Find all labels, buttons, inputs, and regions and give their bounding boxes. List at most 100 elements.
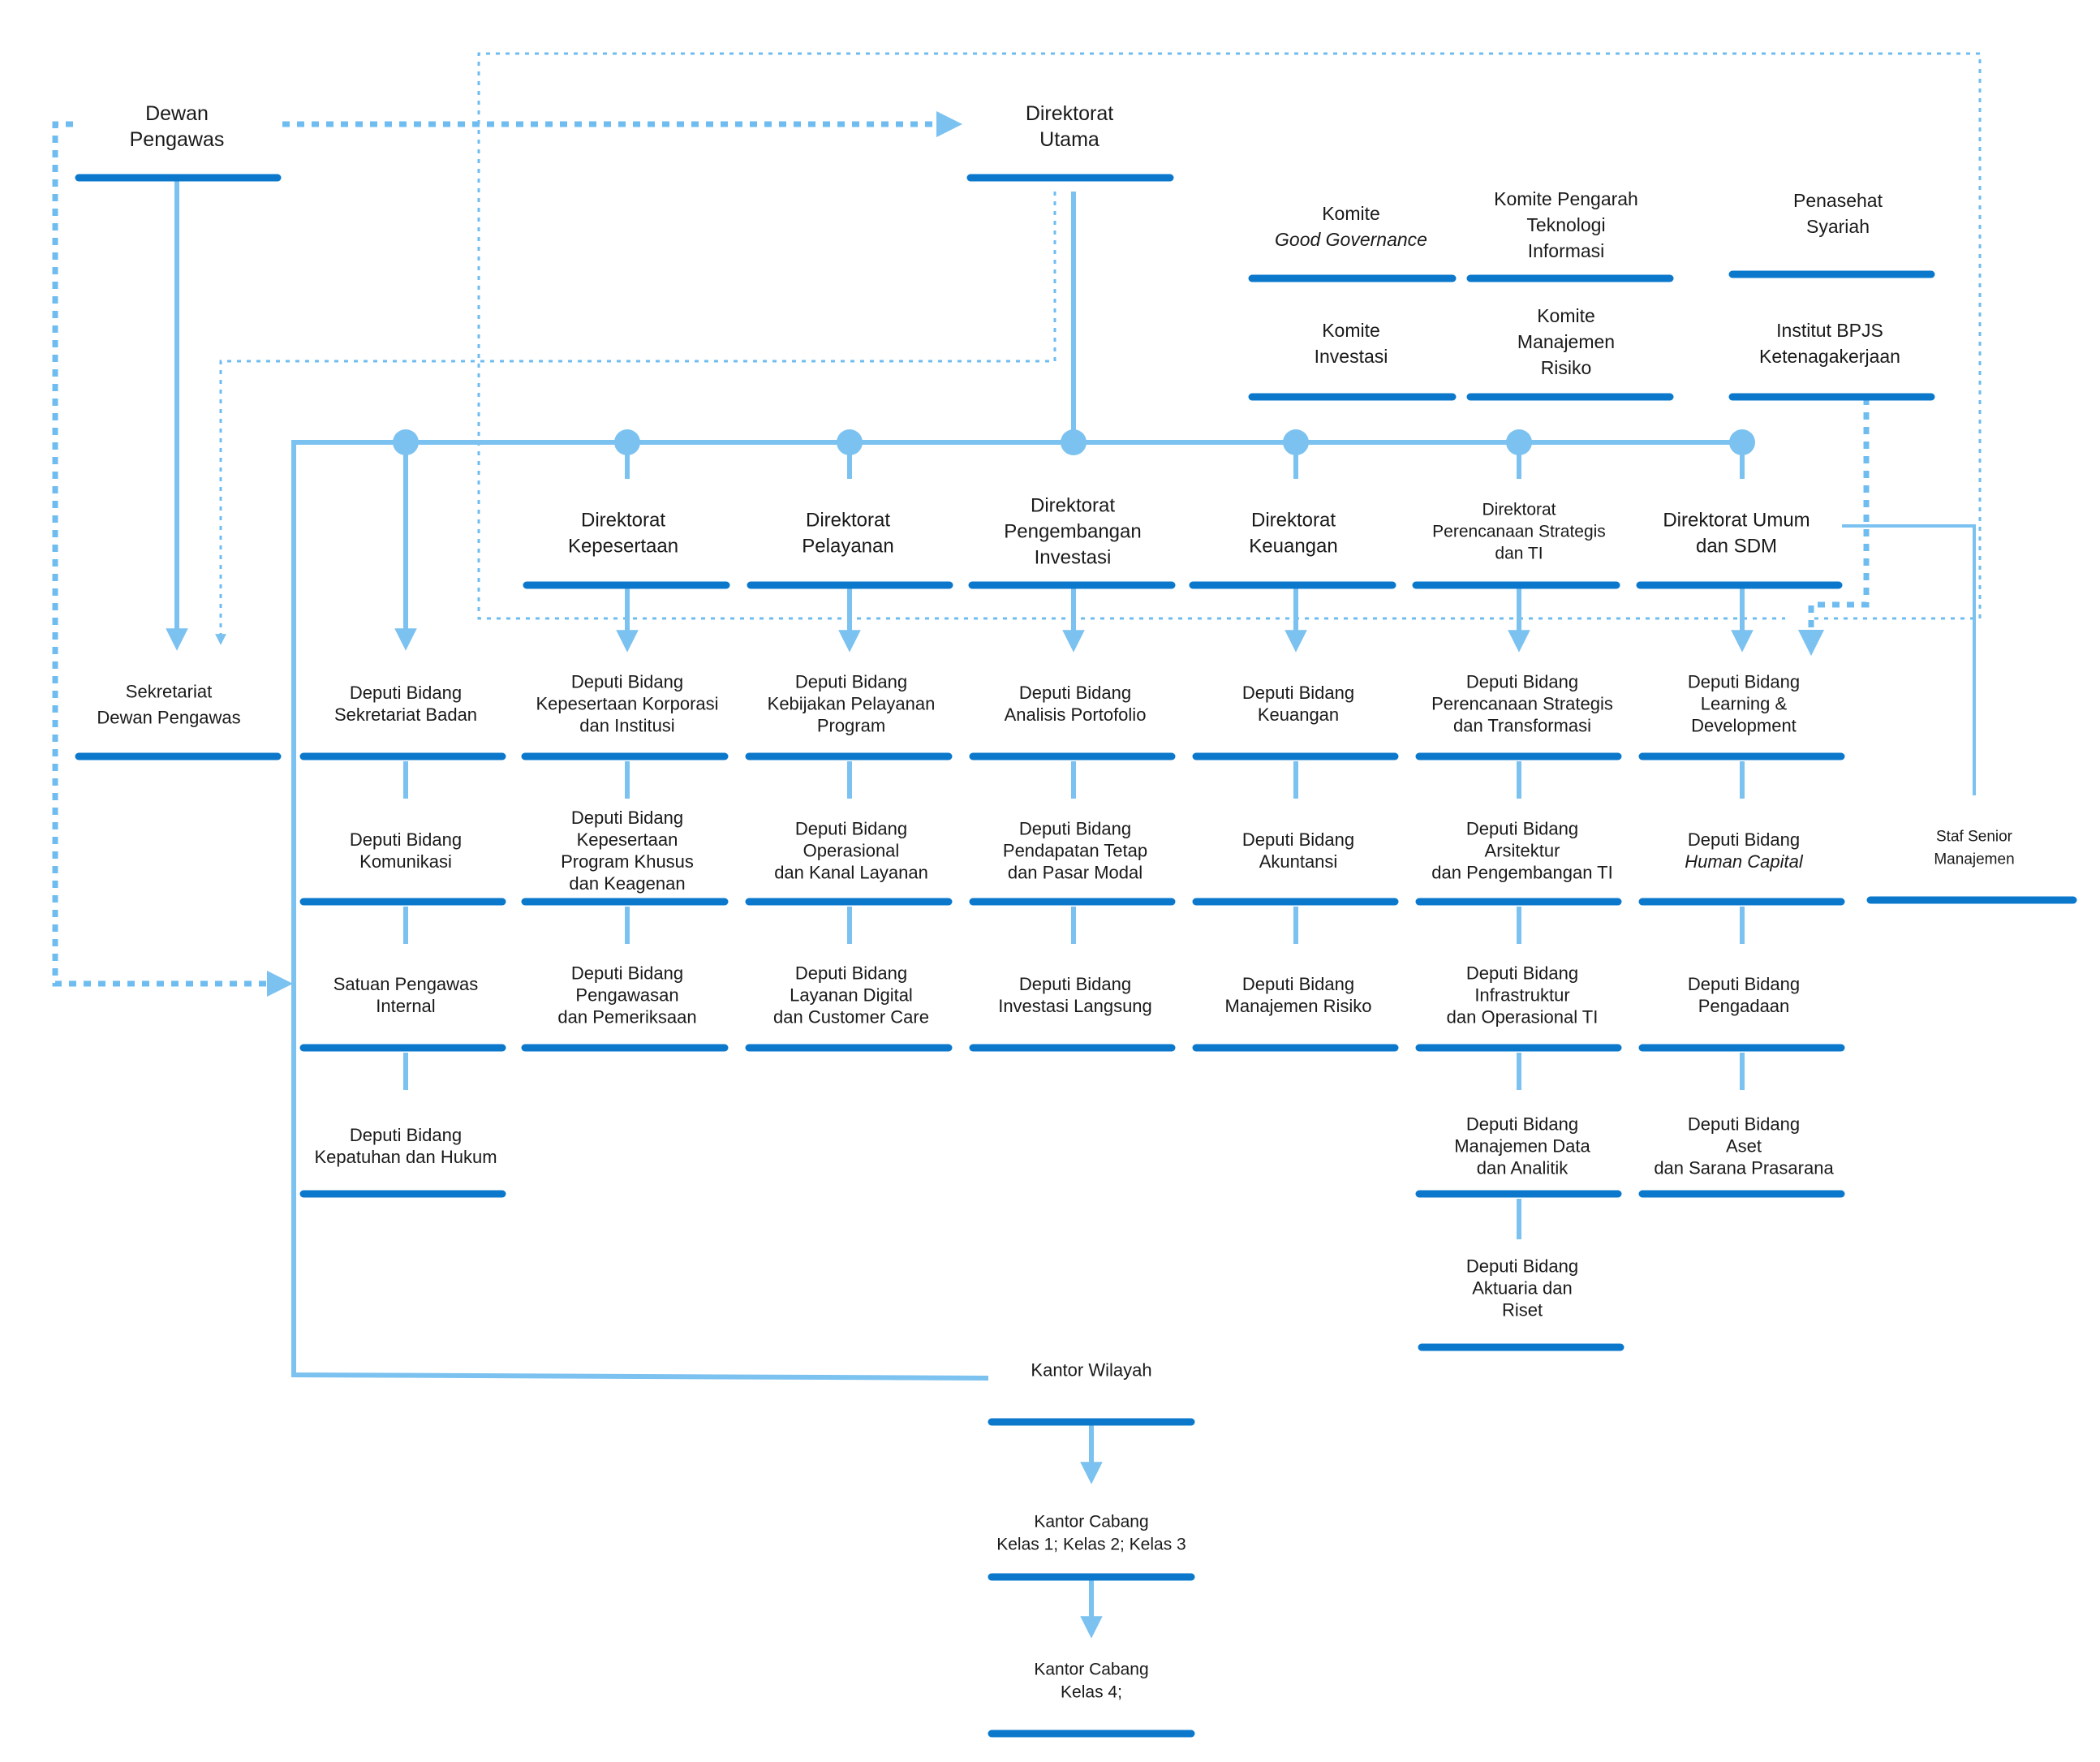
deputy-c5-r2-label-line: Deputi Bidang	[1242, 829, 1354, 850]
deputy-c1-r2-label-line: Komunikasi	[359, 851, 452, 872]
directorate-4-label-line: Keuangan	[1249, 535, 1337, 557]
deputy-c2-r1-label-line: dan Institusi	[579, 716, 674, 736]
deputy-c7-r3-label-line: Pengadaan	[1698, 996, 1790, 1016]
directorate-5-label-line: dan TI	[1495, 544, 1543, 562]
left-spine-to-kantor-wilayah	[291, 440, 989, 1381]
kantor-wilayah-label-line: Kantor Wilayah	[1031, 1360, 1151, 1381]
directorate-3-label-line: Pengembangan	[1004, 520, 1141, 542]
directorate-1-label-line: Direktorat	[581, 509, 665, 531]
deputy-c7-r4-label-line: dan Sarana Prasarana	[1654, 1158, 1834, 1178]
dotted-institut-to-sdm	[1797, 398, 1870, 657]
deputy-c7-r1-label-line: Learning &	[1701, 694, 1788, 714]
deputy-c6-r4-label-line: Manajemen Data	[1454, 1136, 1590, 1157]
deputy-c7-r1-label-line: Deputi Bidang	[1688, 672, 1800, 692]
kantor-cabang-kelas-1-3-label-line: Kantor Cabang	[1034, 1512, 1148, 1531]
deputy-c2-r1-label-line: Deputi Bidang	[571, 672, 683, 692]
sdm-to-staf-senior	[1842, 524, 1976, 795]
directorate-1-label-line: Kepesertaan	[568, 535, 678, 557]
deputy-c6-r1-label-line: Perencanaan Strategis	[1431, 694, 1613, 714]
kantor-cabang-kelas-4-label-line: Kelas 4;	[1061, 1682, 1122, 1701]
deputy-c7-r1-label-line: Development	[1691, 716, 1797, 736]
deputy-c5-r1-label-line: Keuangan	[1258, 704, 1339, 725]
institut-bpjs-label-line: Institut BPJS	[1776, 320, 1883, 341]
deputy-c4-r2-label-line: Deputi Bidang	[1019, 819, 1131, 839]
deputy-c7-r2-label-line: Human Capital	[1685, 851, 1804, 872]
deputy-c5-r3-label-line: Manajemen Risiko	[1225, 996, 1372, 1016]
komite-good-governance-label-line: Good Governance	[1275, 229, 1427, 250]
deputy-c2-r2-label-line: dan Keagenan	[569, 873, 685, 894]
deputy-c6-r1-label-line: Deputi Bidang	[1466, 672, 1578, 692]
dewan-pengawas-label-line: Pengawas	[130, 128, 225, 151]
staf-senior-manajemen-label-line: Manajemen	[1934, 851, 2014, 868]
deputy-c3-r3-label-line: Deputi Bidang	[795, 963, 907, 984]
deputy-c7-r4-label-line: Aset	[1726, 1136, 1762, 1157]
deputy-c4-r1-label-line: Deputi Bidang	[1019, 683, 1131, 703]
komite-pengarah-ti-label-line: Teknologi	[1526, 214, 1605, 235]
deputy-c6-r4-label-line: Deputi Bidang	[1466, 1114, 1578, 1135]
deputy-c3-r3-label-line: Layanan Digital	[790, 985, 913, 1006]
deputy-c6-r3-label-line: dan Operasional TI	[1447, 1007, 1599, 1027]
deputy-c2-r2-label-line: Kepesertaan	[577, 829, 678, 850]
deputy-c6-r2-label-line: Deputi Bidang	[1466, 819, 1578, 839]
directorate-6-label: Direktorat Umum dan SDM	[1663, 509, 1810, 557]
dotted-dewan-to-spi	[52, 121, 294, 997]
deputy-c4-r2-label-line: Pendapatan Tetap	[1003, 841, 1147, 861]
komite-good-governance-label-line: Komite	[1322, 203, 1380, 224]
directorate-6-label-line: dan SDM	[1696, 535, 1777, 557]
deputy-c1-r2-label-line: Deputi Bidang	[350, 829, 462, 850]
institut-bpjs-label-line: Ketenagakerjaan	[1759, 346, 1900, 367]
deputy-c7-r4-label-line: Deputi Bidang	[1688, 1114, 1800, 1135]
directorate-6-label-line: Direktorat Umum	[1663, 509, 1810, 531]
sekretariat-dewan-pengawas-label-line: Dewan Pengawas	[97, 708, 240, 728]
deputy-c3-r2-label-line: Deputi Bidang	[795, 819, 907, 839]
deputy-c6-r1-label-line: dan Transformasi	[1453, 716, 1591, 736]
komite-manajemen-risiko-label-line: Manajemen	[1517, 331, 1615, 352]
penasehat-syariah-label-line: Syariah	[1806, 216, 1870, 237]
directorate-5-label-line: Perencanaan Strategis	[1432, 522, 1606, 541]
komite-manajemen-risiko-label-line: Risiko	[1541, 357, 1592, 378]
deputy-c1-r1-label-line: Sekretariat Badan	[334, 704, 477, 725]
deputy-c3-r1-label-line: Kebijakan Pelayanan	[768, 694, 936, 714]
deputy-c5-r1-label-line: Deputi Bidang	[1242, 683, 1354, 703]
deputy-c2-r3-label-line: dan Pemeriksaan	[557, 1007, 696, 1027]
deputy-c6-r2-label-line: Arsitektur	[1485, 841, 1560, 861]
komite-investasi-label-line: Komite	[1322, 320, 1380, 341]
directorate-3-label-line: Direktorat	[1031, 494, 1115, 516]
deputy-c4-r1-label-line: Analisis Portofolio	[1005, 704, 1147, 725]
deputy-c6-r5-label-line: Deputi Bidang	[1466, 1256, 1578, 1277]
sekretariat-dewan-pengawas-label-line: Sekretariat	[126, 682, 212, 702]
deputy-c3-r2-label-line: dan Kanal Layanan	[774, 863, 928, 883]
deputy-c3-r2-label-line: Operasional	[803, 841, 900, 861]
deputy-c4-r2-label-line: dan Pasar Modal	[1008, 863, 1143, 883]
deputy-c2-r2-label-line: Program Khusus	[561, 851, 694, 872]
direktorat-utama-label-line: Direktorat	[1026, 102, 1113, 125]
dotted-frame-connector	[477, 52, 1982, 620]
deputy-c4-r3-label-line: Deputi Bidang	[1019, 974, 1131, 994]
directorate-2-label-line: Pelayanan	[802, 535, 893, 557]
staf-senior-manajemen-label-line: Staf Senior	[1936, 829, 2013, 846]
deputy-c6-r4-label-line: dan Analitik	[1477, 1158, 1569, 1178]
directorate-2-label-line: Direktorat	[806, 509, 890, 531]
